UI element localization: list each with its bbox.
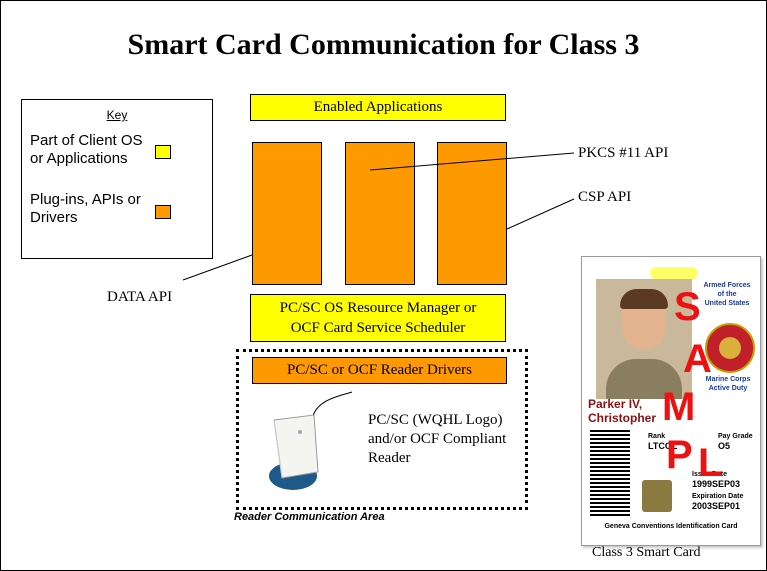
sample-watermark-s: S [674,285,701,329]
reader-description: PC/SC (WQHL Logo) and/or OCF Compliant R… [368,412,507,466]
csp-leader-line [506,198,575,230]
reader-area-label: Reader Communication Area [234,511,385,523]
smart-card-image: Armed Forces of the United States Marine… [581,256,761,546]
pkcs-leader-line [369,152,575,171]
reader-drivers-box: PC/SC or OCF Reader Drivers [252,357,507,384]
slide-title: Smart Card Communication for Class 3 [127,28,640,61]
reader-cable-line [311,391,353,424]
sample-watermark-m: M [662,385,696,429]
pkcs11-api-column [345,142,415,285]
key-yellow-swatch [155,145,171,159]
card-rank-label: Rank [648,433,666,440]
csp-api-label: CSP API [578,189,632,205]
card-barcode [590,430,630,516]
card-issue-label: Issue Date [692,471,728,478]
card-hologram [650,267,698,279]
card-pay-grade: O5 [718,441,731,451]
key-plugins-label: Plug-ins, APIs or Drivers [30,191,141,226]
card-footer: Geneva Conventions Identification Card [604,523,738,530]
card-branch: Marine Corps Active Duty [705,376,751,392]
data-api-column [252,142,322,285]
sample-watermark-l: L [698,441,723,485]
key-title: Key [106,108,128,122]
pkcs11-api-label: PKCS #11 API [578,145,669,161]
card-caption: Class 3 Smart Card [592,545,701,560]
key-legend: Key Part of Client OS or Applications Pl… [21,99,213,259]
card-rank: LTCOL [648,441,678,451]
card-holder-name: Parker IV, Christopher [588,397,657,425]
sample-watermark-p: P [666,433,693,477]
card-photo [596,279,692,399]
key-orange-swatch [155,205,171,219]
card-chip-icon [642,480,672,512]
card-issue-date: 1999SEP03 [692,479,741,489]
marine-corps-seal-icon [705,323,755,373]
data-api-label: DATA API [107,289,173,305]
card-pay-label: Pay Grade [718,433,753,440]
card-reader-image [269,414,319,490]
card-expiration-date: 2003SEP01 [692,501,741,511]
resource-manager-box: PC/SC OS Resource Manager or OCF Card Se… [250,294,506,342]
reader-communication-area [236,349,528,510]
csp-api-column [437,142,507,285]
card-org: Armed Forces of the United States [703,282,751,307]
key-client-os-label: Part of Client OS or Applications [30,132,143,167]
sample-watermark-a: A [683,337,712,381]
card-expiration-label: Expiration Date [692,493,744,500]
enabled-applications-box: Enabled Applications [250,94,506,121]
data-api-leader-line [182,254,253,281]
